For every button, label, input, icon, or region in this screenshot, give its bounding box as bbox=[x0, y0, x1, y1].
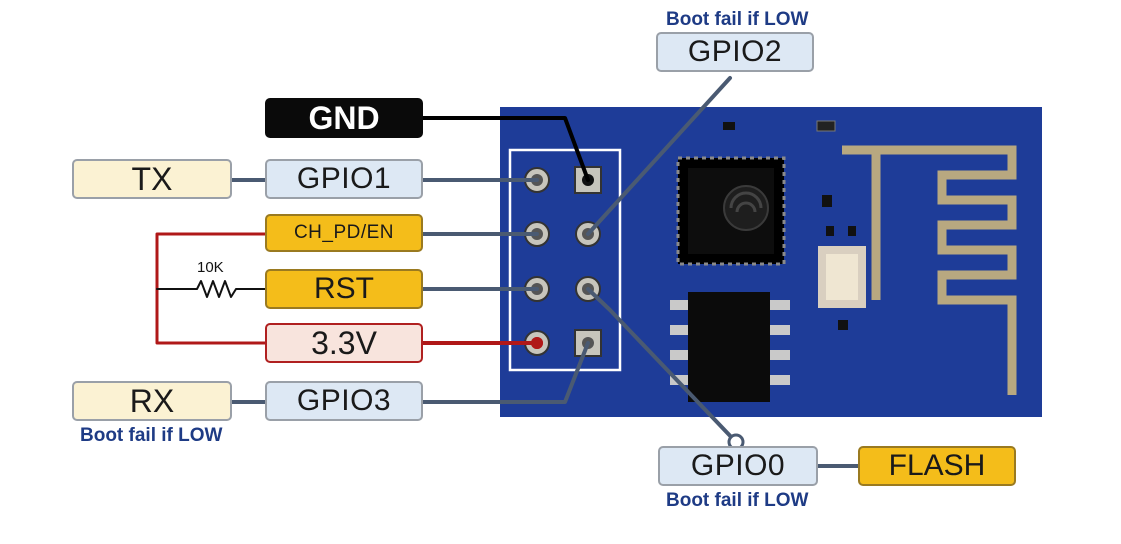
note-gpio0-boot: Boot fail if LOW bbox=[666, 490, 809, 511]
label-gpio2: GPIO2 bbox=[656, 32, 814, 72]
label-3v3: 3.3V bbox=[265, 323, 423, 363]
wires bbox=[155, 76, 860, 468]
label-gpio1: GPIO1 bbox=[265, 159, 423, 199]
label-ch-pd-en: CH_PD/EN bbox=[265, 214, 423, 252]
wire-gpio0 bbox=[586, 287, 738, 444]
label-gpio0: GPIO0 bbox=[658, 446, 818, 486]
wire-gpio3 bbox=[421, 341, 590, 404]
flash-chip bbox=[670, 292, 790, 402]
wire-gpio2 bbox=[586, 76, 732, 236]
label-tx: TX bbox=[72, 159, 232, 199]
pin-gnd bbox=[574, 166, 602, 194]
note-gpio2-boot: Boot fail if LOW bbox=[666, 9, 809, 30]
label-flash: FLASH bbox=[858, 446, 1016, 486]
wire-gnd bbox=[421, 116, 590, 182]
label-gpio3: GPIO3 bbox=[265, 381, 423, 421]
antenna-trace bbox=[842, 145, 1017, 395]
smd-components bbox=[723, 120, 866, 330]
note-gpio3-boot: Boot fail if LOW bbox=[80, 425, 223, 446]
resistor-10k bbox=[156, 280, 266, 298]
resistor-value-label: 10K bbox=[197, 259, 224, 276]
header-outline bbox=[508, 148, 622, 372]
label-gnd: GND bbox=[265, 98, 423, 138]
flash-chip-body bbox=[688, 292, 770, 402]
esp8266-chip bbox=[676, 156, 786, 266]
label-rst: RST bbox=[265, 269, 423, 309]
label-rx: RX bbox=[72, 381, 232, 421]
